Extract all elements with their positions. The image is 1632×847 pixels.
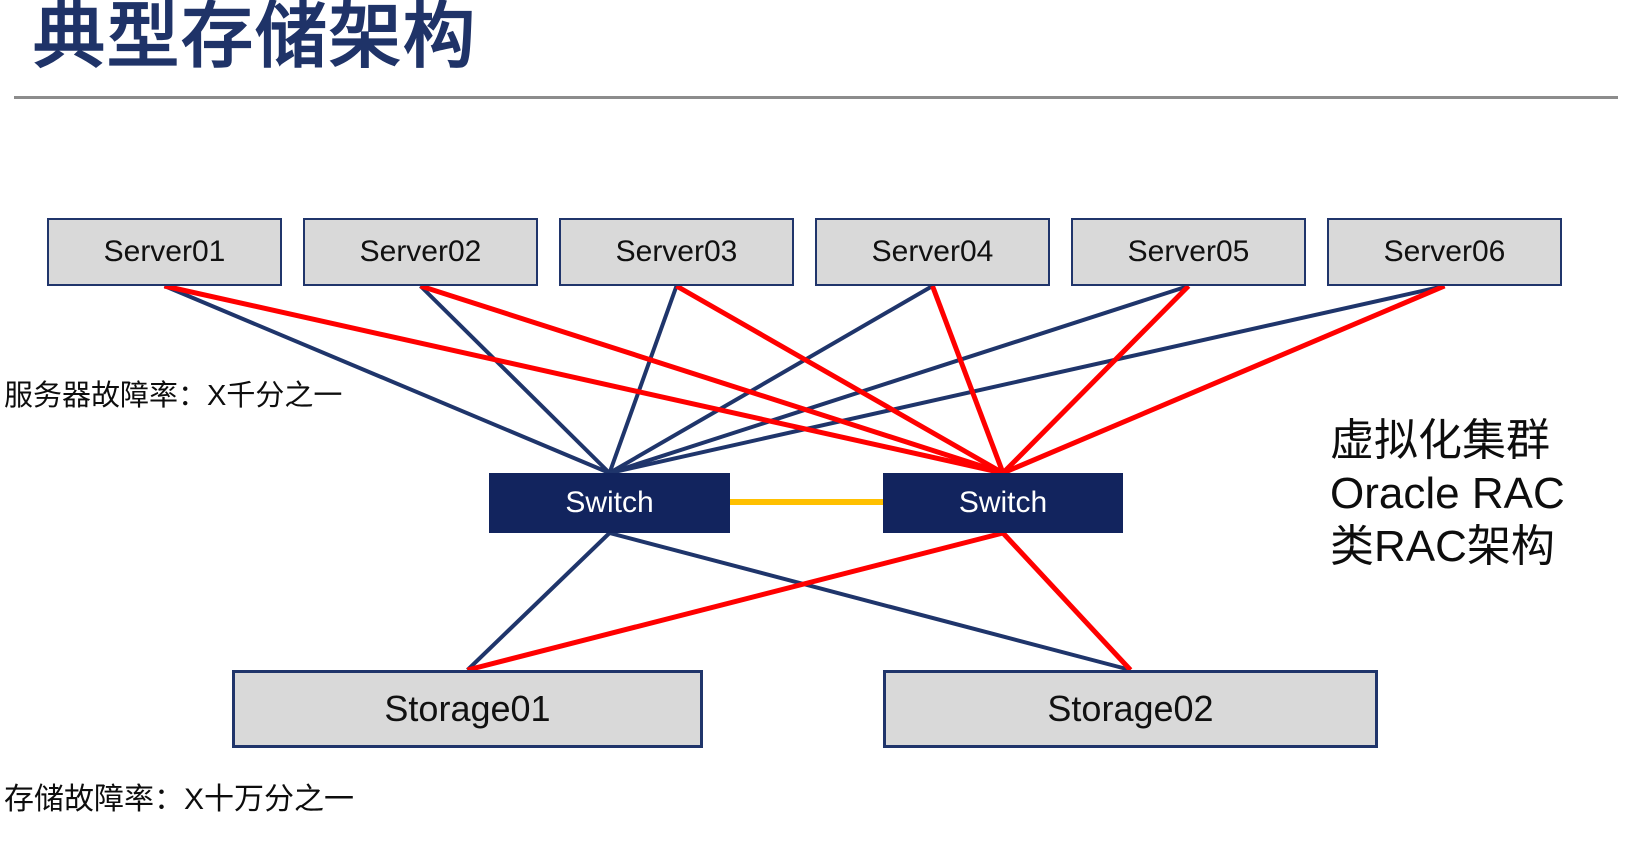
storage02-box: Storage02 — [883, 670, 1378, 748]
switch-left-label: Switch — [565, 486, 654, 519]
server-failure-rate-label: 服务器故障率：X千分之一 — [4, 380, 343, 412]
cluster-note-line-2: Oracle RAC — [1330, 469, 1565, 518]
server-box-2: Server02 — [303, 218, 538, 286]
server-box-4: Server04 — [815, 218, 1050, 286]
link-switch-right-to-storage-1 — [466, 530, 1004, 673]
server-label-4: Server04 — [871, 235, 994, 268]
storage-failure-rate-label: 存储故障率：X十万分之一 — [4, 783, 355, 816]
storage01-label: Storage01 — [384, 688, 551, 729]
server-box-1: Server01 — [47, 218, 282, 286]
server-label-2: Server02 — [359, 235, 482, 268]
storage01-box: Storage01 — [232, 670, 703, 748]
server-box-5: Server05 — [1071, 218, 1306, 286]
cluster-note-line-3: 类RAC架构 — [1330, 522, 1555, 571]
link-server-4-to-switch-right — [930, 285, 1006, 474]
cluster-note-line-1: 虚拟化集群 — [1330, 416, 1550, 465]
link-server-5-to-switch-left — [608, 284, 1190, 475]
link-server-6-to-switch-left — [609, 284, 1445, 475]
switch-left-box: Switch — [489, 473, 730, 533]
link-server-2-to-switch-right — [419, 283, 1004, 476]
link-switch-left-to-storage-1 — [466, 531, 611, 672]
storage02-label: Storage02 — [1047, 688, 1214, 729]
server-box-6: Server06 — [1327, 218, 1562, 286]
title-divider — [14, 96, 1618, 99]
switch-right-label: Switch — [958, 486, 1048, 519]
server-box-3: Server03 — [559, 218, 794, 286]
server-label-1: Server01 — [103, 235, 226, 268]
link-server-4-to-switch-left — [608, 284, 934, 475]
server-label-5: Server05 — [1127, 235, 1250, 268]
cluster-note: 虚拟化集群 Oracle RAC 类RAC架构 — [1330, 414, 1565, 573]
switch-right-box: Switch — [883, 473, 1123, 533]
link-server-2-to-switch-left — [419, 284, 611, 475]
link-server-5-to-switch-right — [1001, 284, 1191, 475]
page-title: 典型存储架构 — [33, 0, 478, 77]
link-server-3-to-switch-left — [607, 285, 679, 474]
link-server-3-to-switch-right — [675, 283, 1005, 476]
link-switch-left-to-storage-2 — [608, 531, 1132, 672]
link-switch-right-to-storage-2 — [1001, 531, 1133, 672]
server-label-3: Server03 — [615, 235, 738, 268]
server-label-6: Server06 — [1383, 235, 1506, 268]
